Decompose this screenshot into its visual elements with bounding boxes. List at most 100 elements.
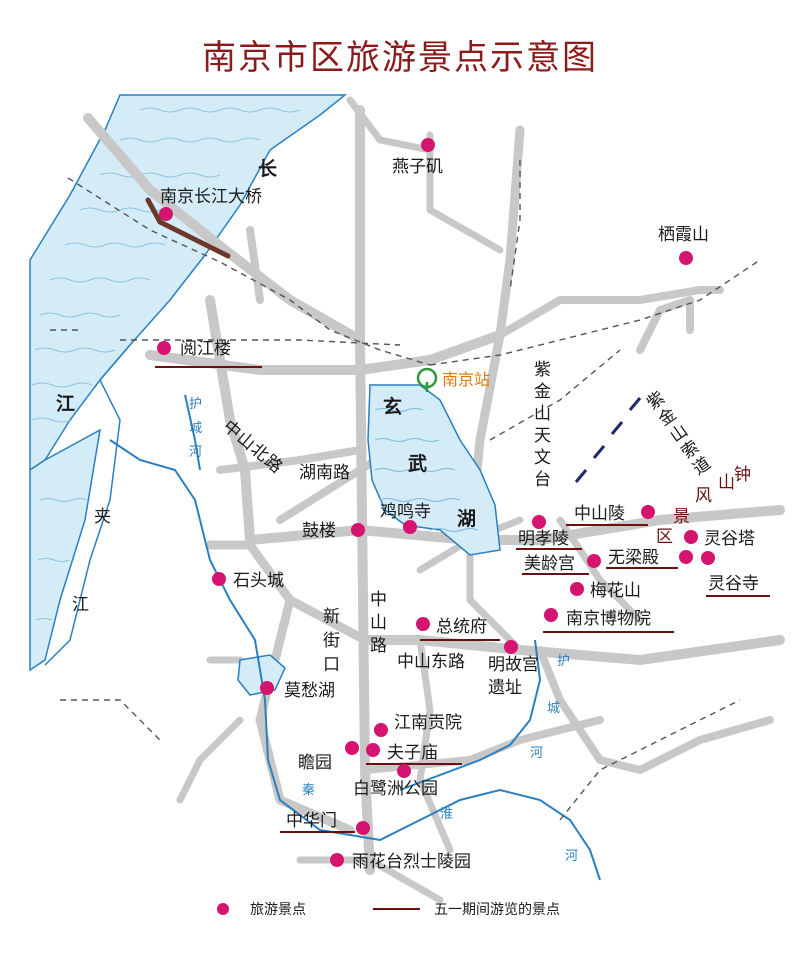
spot-label: 中华门 [286, 811, 337, 831]
spot-zongtongfu[interactable]: 总统府 [416, 617, 487, 637]
spot-label: 莫愁湖 [284, 681, 335, 701]
scenic-3: 风 [695, 486, 712, 506]
spot-mingxiaoling[interactable]: 明孝陵 [518, 515, 569, 549]
road-zhongshan-1: 中 [370, 590, 387, 610]
legend-spot-label: 旅游景点 [250, 902, 306, 918]
road-hunanlu: 湖南路 [299, 463, 350, 483]
spot-meihuashan[interactable]: 梅花山 [570, 581, 641, 601]
spot-qixiashan[interactable]: 栖霞山 [658, 225, 709, 265]
spot-dot-icon [679, 550, 693, 564]
spot-dot-icon [260, 681, 274, 695]
spot-dot-icon [684, 530, 698, 544]
spot-dot-icon [679, 251, 693, 265]
spot-dot-icon [504, 640, 518, 654]
spot-label: 总统府 [436, 617, 487, 637]
spot-dot-icon [374, 723, 388, 737]
road-network [83, 96, 785, 904]
spot-dot-icon [587, 554, 601, 568]
road-tianwentai-2: 金 [534, 382, 551, 402]
label-huai: 淮 [440, 807, 453, 822]
xuanwu-lake [367, 384, 501, 556]
road-zhongshan-2: 山 [370, 613, 387, 633]
spot-dot-icon [356, 821, 370, 835]
spot-gulou[interactable]: 鼓楼 [302, 521, 365, 541]
spot-bailuzhou[interactable]: 白鹭洲公园 [353, 764, 438, 799]
label-chang: 长 [258, 158, 278, 180]
spot-label: 白鹭洲公园 [353, 779, 438, 799]
spot-label: 明孝陵 [518, 529, 569, 549]
label-jia1: 夹 [94, 507, 111, 527]
spot-dot-icon [641, 505, 655, 519]
label-he: 河 [565, 849, 578, 864]
spot-dot-icon [330, 853, 344, 867]
spot-label: 雨花台烈士陵园 [352, 852, 471, 872]
yangtze-river [29, 94, 348, 672]
scenic-4: 景 [673, 507, 690, 527]
legend: 旅游景点 五一期间游览的景点 [217, 902, 560, 918]
spot-label: 无梁殿 [608, 548, 659, 568]
spot-dot-icon [416, 617, 430, 631]
spot-label: 栖霞山 [658, 225, 709, 245]
spot-yanziji[interactable]: 燕子矶 [392, 138, 443, 177]
spot-linggutai[interactable]: 灵谷塔 [684, 529, 755, 549]
road-zhongshan-3: 路 [370, 636, 387, 656]
scenic-1: 钟 [734, 465, 751, 485]
legend-spot-dot-icon [217, 903, 229, 915]
spot-mochouhu[interactable]: 莫愁湖 [260, 681, 335, 701]
railway [50, 160, 761, 821]
spot-dot-icon [701, 551, 715, 565]
spot-label-2: 遗址 [488, 678, 522, 698]
cableway-icon [574, 397, 642, 483]
spot-dot-icon [345, 741, 359, 755]
spot-label: 灵谷塔 [704, 529, 755, 549]
spot-zhanyuan[interactable]: 瞻园 [298, 741, 359, 773]
label-qin: 秦 [302, 783, 315, 798]
train-station-icon [416, 367, 438, 392]
spot-linggusi[interactable]: 灵谷寺 [701, 551, 759, 594]
map-title: 南京市区旅游景点示意图 [202, 38, 598, 78]
spot-nanjingbowuyuan[interactable]: 南京博物院 [544, 608, 651, 629]
spot-dot-icon [212, 572, 226, 586]
spot-dot-icon [532, 515, 546, 529]
spot-dot-icon [403, 520, 417, 534]
spot-label: 燕子矶 [392, 157, 443, 177]
spot-label: 灵谷寺 [708, 574, 759, 594]
spot-zhongshanling[interactable]: 中山陵 [574, 504, 655, 524]
spot-yuejianglou[interactable]: 阅江楼 [157, 339, 231, 359]
label-moat-w-3: 河 [189, 445, 202, 460]
spot-label: 石头城 [233, 571, 284, 591]
label-moat-e-2: 城 [547, 701, 560, 716]
spot-label: 美龄宫 [524, 554, 575, 574]
label-hu: 湖 [457, 508, 476, 530]
spot-meilinggong[interactable]: 美龄宫 [524, 554, 601, 574]
spot-label: 中山陵 [574, 504, 625, 524]
spot-changjiangdaqiao[interactable]: 南京长江大桥 [159, 187, 262, 221]
road-tianwentai-1: 紫 [534, 360, 551, 380]
spot-yuhuatai[interactable]: 雨花台烈士陵园 [330, 852, 471, 872]
spot-wuliangdian[interactable]: 无梁殿 [608, 548, 693, 568]
spot-zhonghuamen[interactable]: 中华门 [286, 811, 370, 835]
spot-label: 夫子庙 [387, 743, 438, 763]
scenic-5: 区 [656, 527, 673, 547]
spot-dot-icon [351, 523, 365, 537]
label-moat-w-1: 护 [189, 397, 202, 412]
water-labels: 长 江 夹 江 玄 武 湖 护 城 河 护 城 河 秦 淮 河 [56, 158, 578, 864]
spot-label: 鼓楼 [302, 521, 336, 541]
spot-jimingsi[interactable]: 鸡鸣寺 [380, 502, 431, 534]
station-label: 南京站 [442, 370, 490, 389]
label-moat-e-1: 护 [557, 654, 570, 669]
label-xuan: 玄 [383, 395, 402, 418]
spot-label: 瞻园 [298, 753, 332, 773]
road-zhongshandonglu: 中山东路 [397, 652, 465, 672]
spot-shitoucheng[interactable]: 石头城 [212, 571, 284, 591]
spot-jiangnangongyuan[interactable]: 江南贡院 [374, 713, 462, 737]
legend-visited-label: 五一期间游览的景点 [434, 902, 560, 918]
spots-layer: 燕子矶 南京长江大桥 栖霞山 阅江楼 鸡鸣寺 鼓楼 中山陵 明孝陵 美龄宫 无梁… [157, 138, 759, 872]
label-wu: 武 [408, 453, 427, 475]
spot-fuzimiao[interactable]: 夫子庙 [366, 743, 438, 763]
scenic-2: 山 [718, 473, 735, 493]
spot-dot-icon [544, 608, 558, 622]
